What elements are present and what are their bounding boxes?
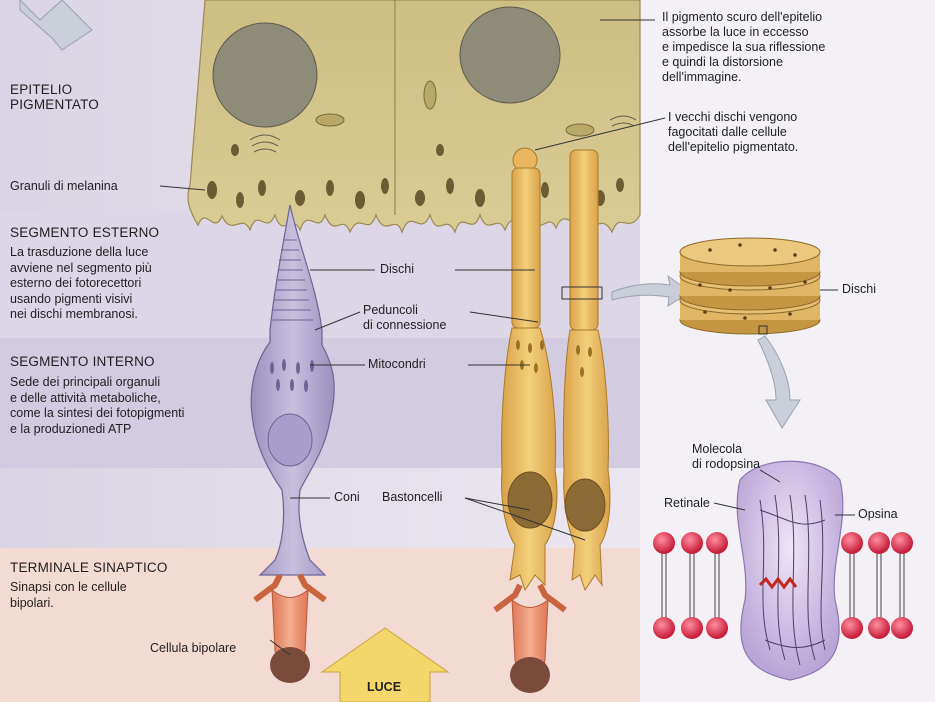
- epithelium-nucleus-left: [213, 23, 317, 127]
- cones-label: Coni: [334, 490, 360, 505]
- bipolar-cell-label: Cellula bipolare: [150, 641, 236, 656]
- epithelium-title: EPITELIO PIGMENTATO: [10, 82, 99, 112]
- inner-segment-title: SEGMENTO INTERNO: [10, 354, 155, 369]
- discs-label: Dischi: [380, 262, 414, 277]
- melanin-granules-label: Granuli di melanina: [10, 179, 118, 194]
- pigment-description: Il pigmento scuro dell'epitelio assorbe …: [662, 10, 825, 85]
- light-arrow-icon: [20, 0, 92, 50]
- outer-segment-title: SEGMENTO ESTERNO: [10, 225, 159, 240]
- light-label: LUCE: [367, 680, 401, 694]
- outer-segment-description: La trasduzione della luce avviene nel se…: [10, 245, 152, 323]
- synaptic-terminal-title: TERMINALE SINAPTICO: [10, 560, 168, 575]
- cone-nucleus: [268, 414, 312, 466]
- rhodopsin-label: Molecola di rodopsina: [692, 442, 760, 472]
- inner-segment-description: Sede dei principali organuli e delle att…: [10, 375, 184, 437]
- epithelium-nucleus-right: [460, 7, 560, 103]
- retinal-label: Retinale: [664, 496, 710, 511]
- old-discs-description: I vecchi dischi vengono fagocitati dalle…: [668, 110, 798, 155]
- disc-stack: [680, 238, 820, 334]
- opsin-label: Opsina: [858, 507, 898, 522]
- synaptic-terminal-description: Sinapsi con le cellule bipolari.: [10, 580, 127, 611]
- discs-zoom-label: Dischi: [842, 282, 876, 297]
- mitochondria-label: Mitocondri: [368, 357, 426, 372]
- rods-label: Bastoncelli: [382, 490, 442, 505]
- connecting-stalks-label: Peduncoli di connessione: [363, 303, 446, 333]
